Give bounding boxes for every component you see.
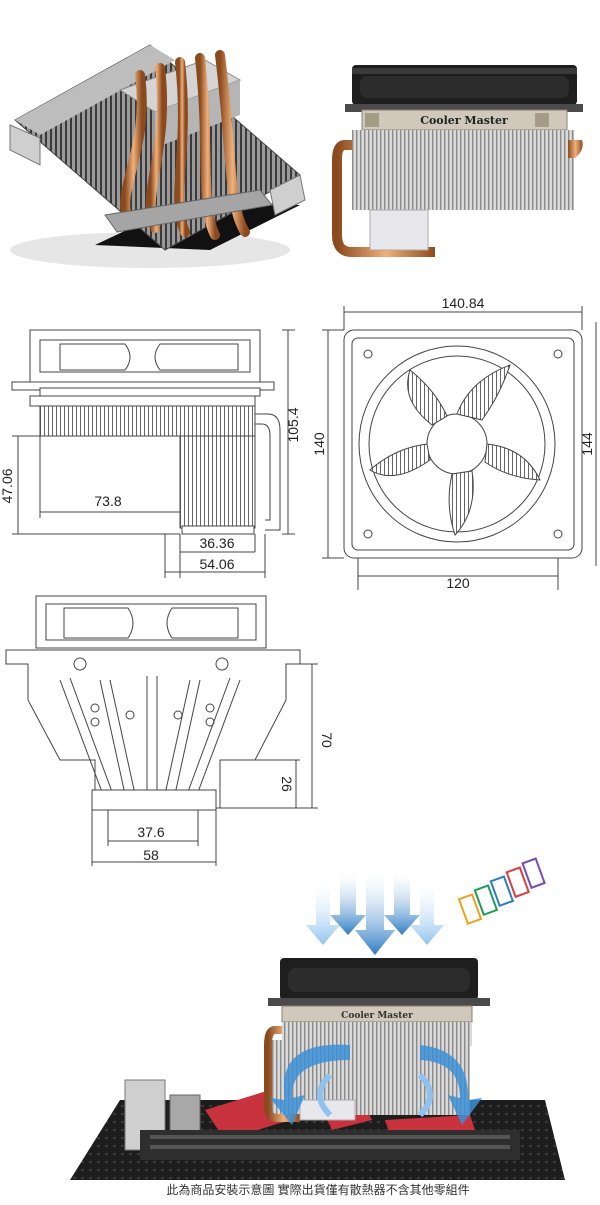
fan-left-height-dim: 140	[311, 432, 327, 456]
side-overhang-dim: 73.8	[94, 493, 121, 509]
front-base-outer-dim: 58	[143, 847, 159, 863]
product-photo-3d	[9, 44, 306, 268]
brand-label: Cooler Master	[420, 114, 508, 127]
front-base-height-dim: 26	[279, 776, 295, 792]
side-base-inner-dim: 36.36	[199, 535, 234, 551]
fan-right-height-dim: 144	[579, 432, 595, 456]
fan-bottom-width-dim: 120	[446, 575, 470, 591]
side-offset-height-dim: 47.06	[0, 468, 15, 503]
front-view-drawing	[5, 595, 318, 866]
front-height-dim: 70	[319, 732, 335, 748]
watermark-logo	[457, 857, 546, 925]
disclaimer-text: 此為商品安裝示意圖 實際出貨僅有散熱器不含其他零組件	[166, 1182, 469, 1197]
fan-top-width-dim: 140.84	[442, 295, 485, 311]
brand-label-small: Cooler Master	[341, 1011, 413, 1021]
fan-view-drawing	[322, 306, 597, 590]
side-height-dim: 105.4	[285, 407, 301, 442]
front-base-inner-dim: 37.6	[137, 824, 164, 840]
product-photo-side: Cooler Master	[332, 65, 583, 257]
side-view-drawing	[11, 329, 295, 578]
installation-illustration: Cooler Master	[70, 872, 565, 1180]
side-base-outer-dim: 54.06	[199, 556, 234, 572]
